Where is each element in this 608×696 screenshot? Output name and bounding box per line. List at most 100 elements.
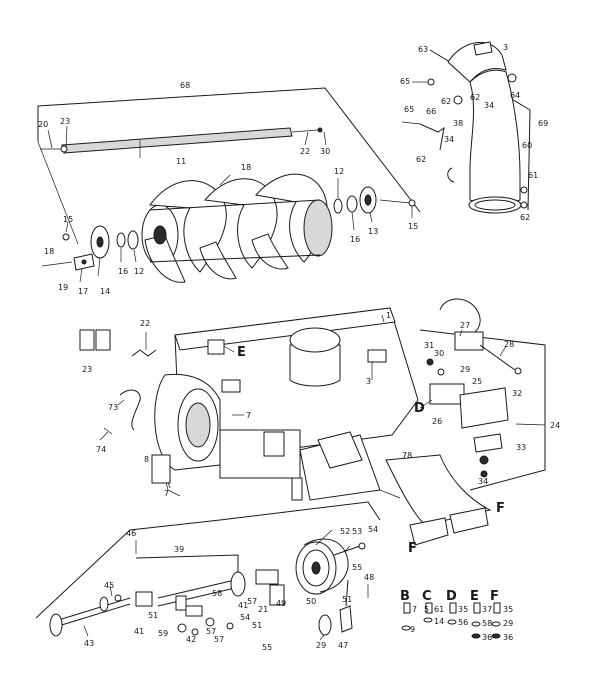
legend-d-part2: 56 <box>458 618 468 627</box>
label-16-left: 16 <box>118 267 128 276</box>
label-3-chute: 3 <box>503 43 508 52</box>
idler-group <box>255 538 366 636</box>
label-22: 22 <box>300 147 310 156</box>
label-61: 61 <box>528 171 538 180</box>
label-64: 64 <box>510 91 520 100</box>
legend-b-part: 7 <box>412 605 417 614</box>
label-18-left: 18 <box>44 247 54 256</box>
label-58: 58 <box>212 589 222 598</box>
label-32: 32 <box>512 389 522 398</box>
auger-group-bracket <box>37 87 421 245</box>
bracket-assembly <box>419 298 546 491</box>
label-20: 20 <box>38 120 48 129</box>
label-7-housing: 7 <box>246 411 251 420</box>
label-59: 59 <box>158 629 168 638</box>
label-73: 73 <box>108 403 118 412</box>
legend-e-part2: 58 <box>482 619 492 628</box>
label-11: 11 <box>176 157 186 166</box>
label-48: 48 <box>364 573 374 582</box>
discharge-chute <box>401 41 531 214</box>
label-42: 42 <box>186 635 196 644</box>
label-43: 43 <box>84 639 94 648</box>
legend-e-part3: 36 <box>482 633 492 642</box>
drive-shaft <box>49 591 153 637</box>
label-25: 25 <box>472 377 482 386</box>
label-24: 24 <box>550 421 560 430</box>
label-65-top: 65 <box>400 77 410 86</box>
label-15-left: 15 <box>63 215 73 224</box>
label-57-c: 57 <box>214 635 224 644</box>
label-74: 74 <box>96 445 106 454</box>
label-68: 68 <box>180 81 190 90</box>
label-29-bracket: 29 <box>460 365 470 374</box>
label-69: 69 <box>538 119 548 128</box>
label-51-b: 51 <box>252 621 262 630</box>
legend-f-part3: 36 <box>503 633 513 642</box>
legend-c-part2: 14 <box>434 617 444 626</box>
leader-lines <box>47 125 546 641</box>
legend-letter-D: D <box>446 589 457 604</box>
label-46: 46 <box>126 529 136 538</box>
label-33: 33 <box>516 443 526 452</box>
label-51-c: 51 <box>342 595 352 604</box>
label-23-housing: 23 <box>82 365 92 374</box>
legend-letter-B: B <box>400 589 410 604</box>
label-54-top: 54 <box>368 525 378 534</box>
label-60: 60 <box>522 141 532 150</box>
legend-e-part1: 37 <box>482 605 492 614</box>
label-34-mid: 34 <box>444 135 454 144</box>
label-28: 28 <box>504 340 514 349</box>
label-38: 38 <box>453 119 463 128</box>
label-62-c: 62 <box>416 155 426 164</box>
label-30-bracket: 30 <box>434 349 444 358</box>
auger-left-parts <box>41 225 139 271</box>
label-14: 14 <box>100 287 110 296</box>
label-21: 21 <box>258 605 268 614</box>
label-15-right: 15 <box>408 222 418 231</box>
label-41-left: 41 <box>134 627 144 636</box>
label-54-mid: 54 <box>240 613 250 622</box>
legend-f-part1: 35 <box>503 605 513 614</box>
label-63: 63 <box>418 45 428 54</box>
auger-right-parts <box>333 186 416 214</box>
label-27: 27 <box>460 321 470 330</box>
label-18: 18 <box>241 163 251 172</box>
label-45: 45 <box>104 581 114 590</box>
label-65-mid: 65 <box>404 105 414 114</box>
auger-spiral <box>141 173 333 283</box>
label-62-a: 62 <box>441 97 451 106</box>
hardware-legend-labels: B C D E F 7 9 61 5 14 35 56 37 58 36 35 … <box>400 589 513 642</box>
label-57-a: 57 <box>247 597 257 606</box>
legend-c-part1: 61 <box>434 605 444 614</box>
label-62-b: 62 <box>470 93 480 102</box>
auger-shaft <box>40 127 323 154</box>
label-29-drive: 29 <box>316 641 326 650</box>
label-23: 23 <box>60 117 70 126</box>
auger-housing <box>151 307 419 501</box>
label-8: 8 <box>144 455 149 464</box>
label-7-lower: 7 <box>164 489 169 498</box>
label-3-housing: 3 <box>366 377 371 386</box>
label-49: 49 <box>276 599 286 608</box>
label-34-bracket: 34 <box>478 477 488 486</box>
label-12-right: 12 <box>334 167 344 176</box>
label-51-a: 51 <box>148 611 158 620</box>
hardware-legend <box>401 602 501 639</box>
label-78: 78 <box>402 451 412 460</box>
label-12-left: 12 <box>134 267 144 276</box>
label-52: 52 <box>340 527 350 536</box>
legend-letter-E: E <box>470 589 479 604</box>
drive-group-bracket <box>35 501 381 619</box>
label-47: 47 <box>338 641 348 650</box>
label-55-bottom: 55 <box>262 643 272 652</box>
label-letter-D: D <box>414 401 425 416</box>
label-41-right: 41 <box>238 601 248 610</box>
label-53: 53 <box>352 527 362 536</box>
label-1: 1 <box>386 311 391 320</box>
label-26: 26 <box>432 417 442 426</box>
label-30: 30 <box>320 147 330 156</box>
label-50: 50 <box>306 597 316 606</box>
label-13: 13 <box>368 227 378 236</box>
label-62-d: 62 <box>520 213 530 222</box>
